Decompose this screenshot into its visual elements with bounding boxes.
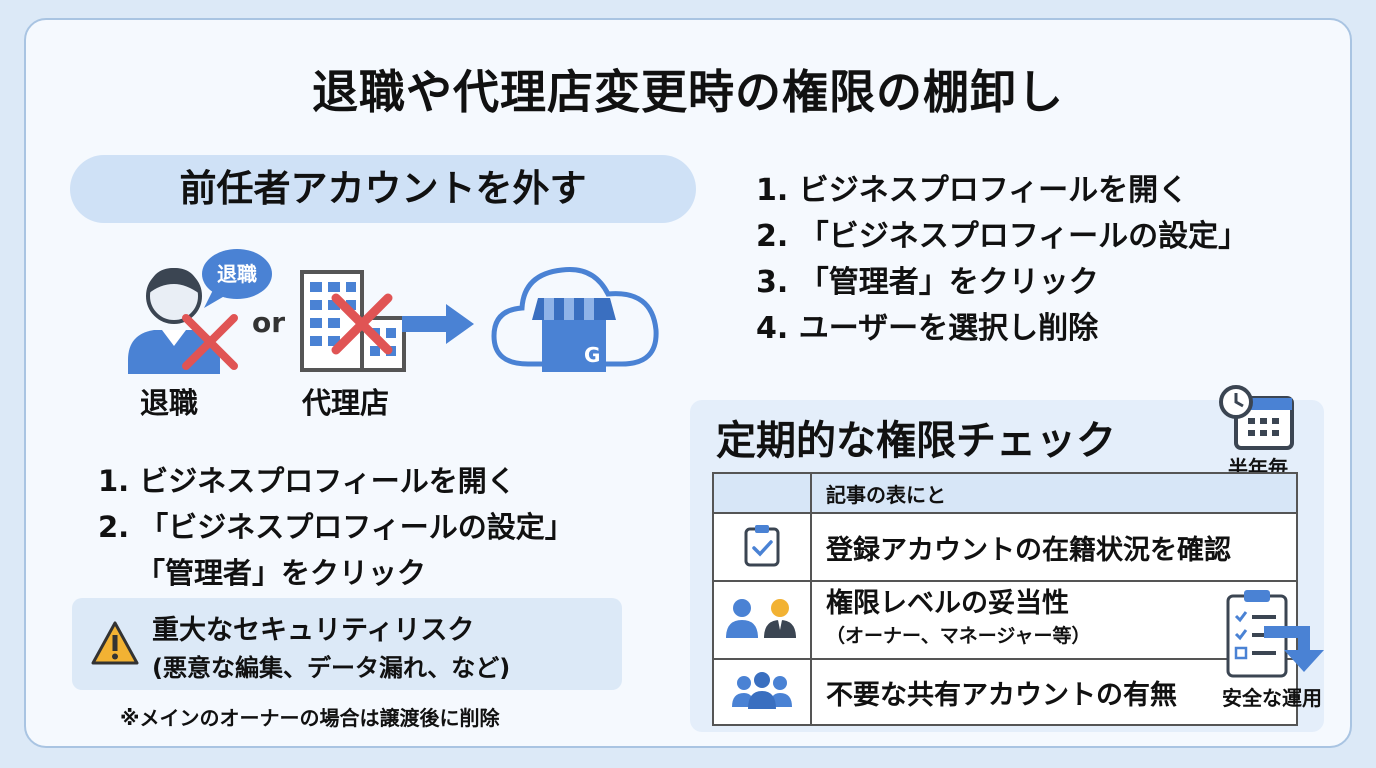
cloud-store-icon: G bbox=[491, 267, 659, 372]
left-step-1: 1. ビジネスプロフィールを開く bbox=[98, 464, 516, 498]
warning-icon bbox=[91, 621, 139, 665]
page-title: 退職や代理店変更時の権限の棚卸し bbox=[312, 65, 1064, 119]
label-retirement: 退職 bbox=[140, 386, 199, 420]
clock-calendar-icon bbox=[1219, 385, 1294, 450]
cross-mark-icon bbox=[182, 314, 238, 370]
right-steps: 1. ビジネスプロフィールを開く 2. 「ビジネスプロフィールの設定」 3. 「… bbox=[756, 168, 1248, 352]
owner-note: ※メインのオーナーの場合は譲渡後に削除 bbox=[120, 706, 500, 730]
warning-detail: (悪意な編集、データ漏れ、など) bbox=[152, 654, 511, 682]
section-heading-remove: 前任者アカウントを外す bbox=[70, 155, 696, 223]
check-item-2: 権限レベルの妥当性 bbox=[826, 588, 1069, 619]
table-row: 不要な共有アカウントの有無 bbox=[712, 658, 1298, 726]
table-header-text: 記事の表にと bbox=[810, 472, 1298, 514]
users-icon bbox=[726, 599, 796, 638]
right-step-1: 1. ビジネスプロフィールを開く bbox=[756, 173, 1189, 208]
periodic-check-heading: 定期的な権限チェック bbox=[716, 418, 1116, 464]
check-item-3: 不要な共有アカウントの有無 bbox=[810, 658, 1298, 726]
speech-bubble-text: 退職 bbox=[217, 262, 257, 286]
speech-bubble bbox=[202, 249, 272, 308]
right-step-3: 3. 「管理者」をクリック bbox=[756, 265, 1099, 300]
checklist-arrow-icon bbox=[1226, 590, 1324, 678]
table-row: 権限レベルの妥当性 （オーナー、マネージャー等） bbox=[712, 580, 1298, 660]
clipboard-check-icon bbox=[744, 525, 780, 567]
table-row: 登録アカウントの在籍状況を確認 bbox=[712, 512, 1298, 582]
group-icon bbox=[732, 672, 792, 709]
or-text: or bbox=[252, 306, 286, 339]
warning-title: 重大なセキュリティリスク bbox=[152, 615, 475, 646]
left-step-3: 「管理者」をクリック bbox=[136, 556, 427, 590]
person-icon bbox=[128, 268, 220, 374]
label-agency: 代理店 bbox=[302, 386, 390, 420]
left-step-2: 2. 「ビジネスプロフィールの設定」 bbox=[98, 510, 574, 544]
right-step-2: 2. 「ビジネスプロフィールの設定」 bbox=[756, 219, 1249, 254]
check-item-1: 登録アカウントの在籍状況を確認 bbox=[810, 512, 1298, 582]
table-header-row: 記事の表にと bbox=[712, 472, 1298, 514]
check-table: 記事の表にと 登録アカウントの在籍状況を確認 権限レベルの妥当性 （オーナー、マ… bbox=[712, 472, 1298, 726]
left-steps: 1. ビジネスプロフィールを開く 2. 「ビジネスプロフィールの設定」 「管理者… bbox=[98, 458, 574, 596]
arrow-right-icon bbox=[402, 304, 474, 344]
check-item-2-sub: （オーナー、マネージャー等） bbox=[826, 625, 1091, 647]
right-step-4: 4. ユーザーを選択し削除 bbox=[756, 311, 1099, 346]
cross-mark-icon bbox=[331, 293, 393, 355]
svg-text:G: G bbox=[584, 343, 600, 367]
warning-box: 重大なセキュリティリスク (悪意な編集、データ漏れ、など) bbox=[72, 598, 622, 690]
safe-operation-label: 安全な運用 bbox=[1222, 686, 1322, 710]
